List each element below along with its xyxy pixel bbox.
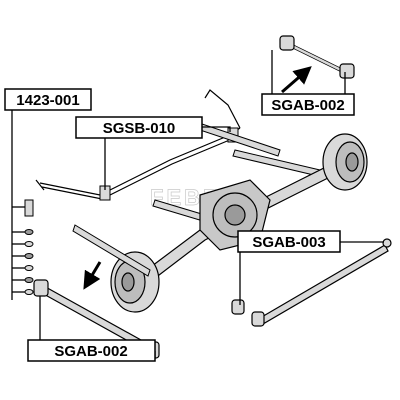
callout-stabilizer: SGSB-010 [75,116,203,139]
lateral-rod [231,238,392,327]
callout-label: SGAB-002 [271,97,344,114]
callout-right-rod: SGAB-003 [237,230,341,253]
bushing-kit-parts [24,199,34,295]
callout-bottom-left: SGAB-002 [27,339,156,362]
upper-control-arms [279,35,355,79]
axle-housing [139,164,335,286]
brake-drum-left [110,251,160,313]
lower-arm-upper-left [72,224,151,277]
arm-mounts [152,119,321,222]
callout-left-kit: 1423-001 [4,88,92,111]
callout-label: SGAB-002 [54,343,127,360]
callout-label: SGAB-003 [252,234,325,251]
callout-top-right: SGAB-002 [261,93,355,116]
arrow-bottom-left [83,261,102,290]
brake-drum-right [322,133,368,191]
callout-label: SGSB-010 [103,120,176,137]
arrow-top-right [281,66,312,94]
callout-label: 1423-001 [16,92,79,109]
